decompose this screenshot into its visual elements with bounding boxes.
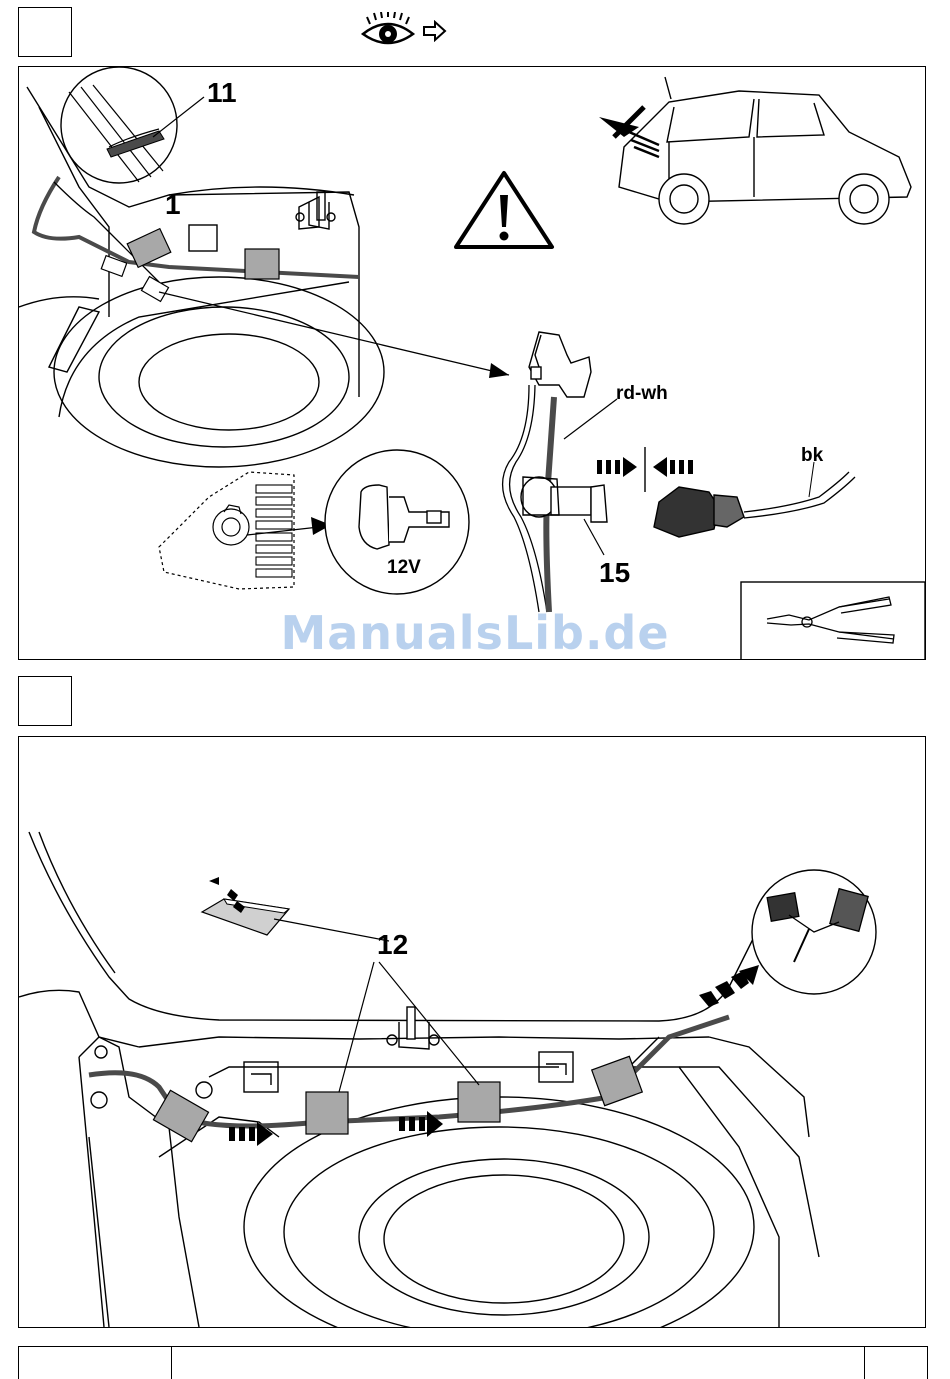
panel2-illustration <box>19 737 925 1327</box>
socket-voltage-label: 12V <box>387 557 421 579</box>
vehicle-icon <box>599 77 911 224</box>
installation-panel-2: 12 <box>18 736 926 1328</box>
callout-15: 15 <box>599 557 630 589</box>
panel1-illustration <box>19 67 925 659</box>
callout-11: 11 <box>207 77 237 109</box>
footer-cell-right <box>864 1347 927 1379</box>
installation-panel-1: 11 1 rd-wh bk 15 12V <box>18 66 926 660</box>
wire-color-bk: bk <box>801 445 823 467</box>
step-box-1 <box>18 7 72 57</box>
page-footer <box>18 1346 928 1379</box>
callout-12: 12 <box>377 929 408 961</box>
arrow-right-icon <box>422 20 448 42</box>
watermark: ManualsLib.de <box>0 606 950 660</box>
eye-icon <box>360 12 416 52</box>
warning-triangle-icon <box>456 173 552 247</box>
wire-color-rd-wh: rd-wh <box>616 383 668 405</box>
step-box-2 <box>18 676 72 726</box>
callout-1: 1 <box>165 189 181 221</box>
footer-cell-left <box>19 1347 172 1379</box>
